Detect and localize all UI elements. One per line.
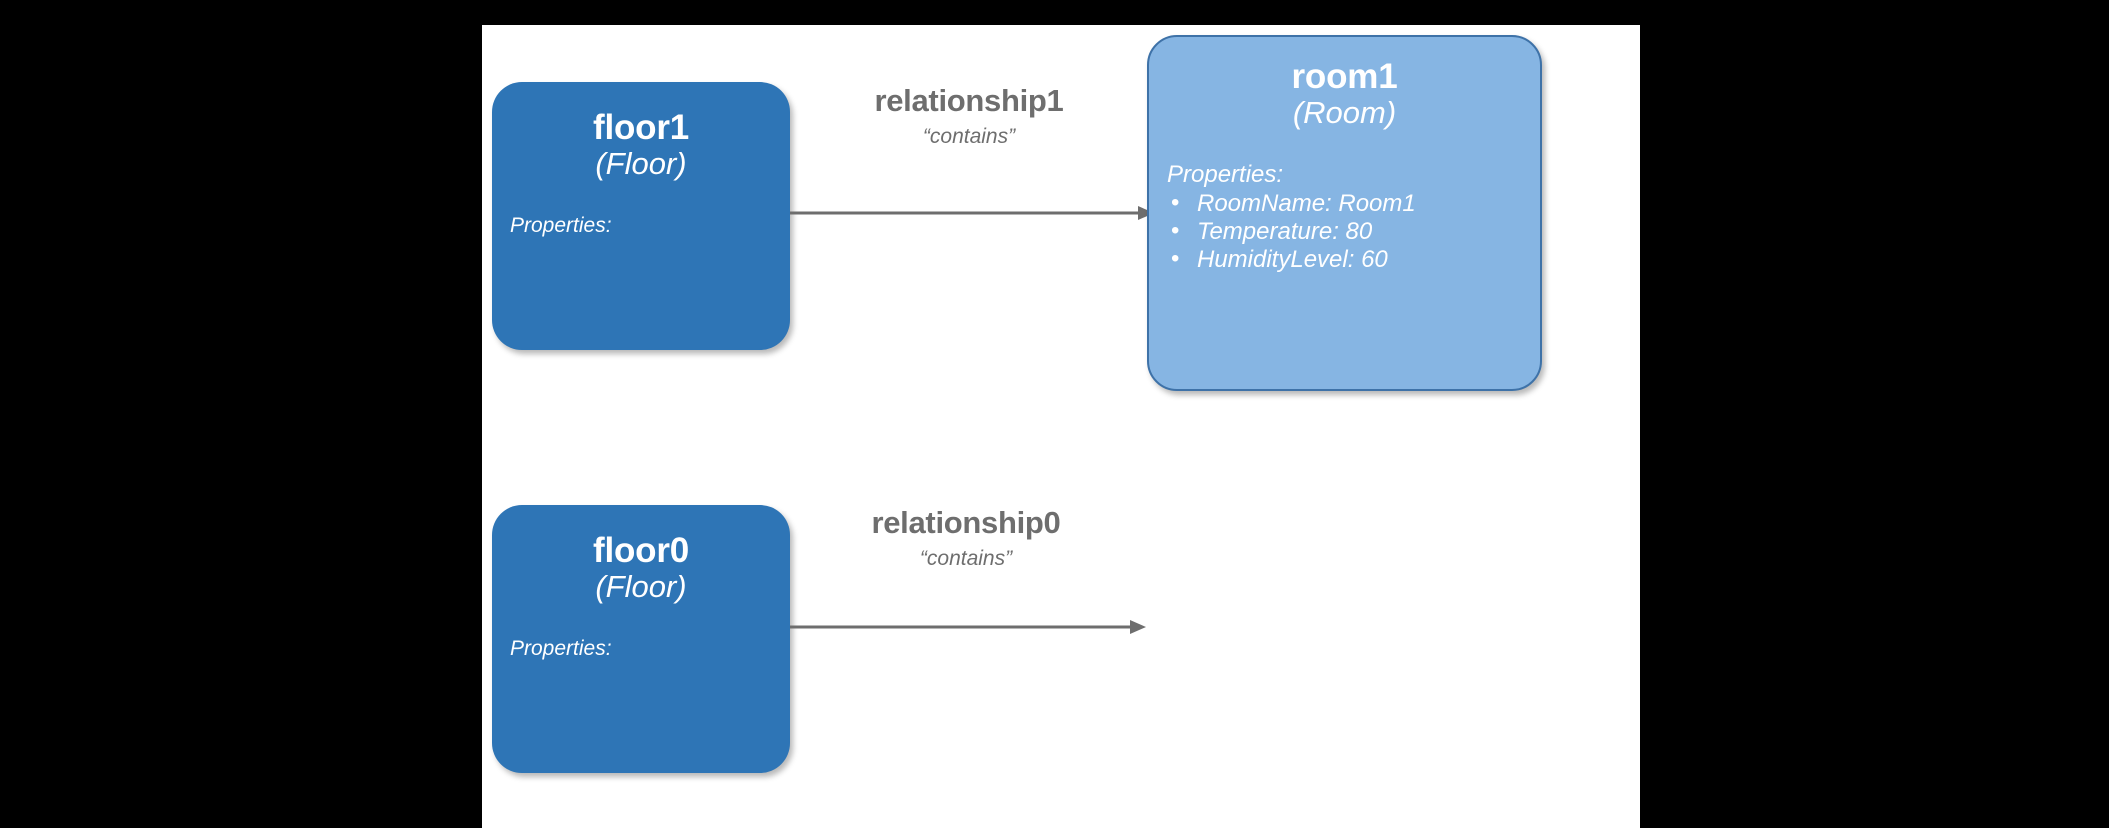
node-room1[interactable]: room1 (Room) Properties: • RoomName: Room…	[1147, 35, 1542, 391]
property-text: Temperature: 80	[1197, 217, 1373, 245]
edge-relationship0-arrow	[790, 620, 1146, 634]
node-floor1[interactable]: floor1 (Floor) Properties:	[492, 82, 790, 350]
bullet-icon: •	[1171, 245, 1180, 273]
node-floor0[interactable]: floor0 (Floor) Properties:	[492, 505, 790, 773]
node-room1-properties-list: • RoomName: Room1 • Temperature: 80 • Humidit…	[1167, 188, 1540, 275]
edge-relationship1-name: relationship1	[874, 83, 1064, 118]
node-floor0-properties: Properties:	[510, 637, 790, 662]
node-room1-properties: Properties: • RoomName: Room1 • Temperature…	[1167, 161, 1540, 274]
edge-relationship1-label-group: relationship1 “contains”	[790, 83, 1148, 149]
diagram-canvas: floor1 (Floor) Properties: relationship1…	[482, 25, 1640, 828]
property-item: • Temperature: 80	[1167, 216, 1540, 246]
node-floor1-subtitle: (Floor)	[595, 145, 687, 181]
property-text: RoomName: Room1	[1197, 189, 1416, 217]
node-floor1-title: floor1	[592, 108, 690, 147]
property-item: • HumidityLevel: 60	[1167, 245, 1540, 274]
node-floor1-properties: Properties:	[510, 214, 790, 239]
node-floor0-subtitle: (Floor)	[595, 568, 687, 604]
node-floor0-properties-heading: Properties:	[510, 637, 612, 661]
bullet-icon: •	[1171, 216, 1180, 244]
node-room1-properties-heading: Properties:	[1167, 161, 1284, 189]
node-room1-subtitle: (Room)	[1292, 94, 1397, 130]
edge-relationship0-label-group: relationship0 “contains”	[790, 505, 1142, 571]
property-text: HumidityLevel: 60	[1197, 246, 1388, 274]
edge-relationship1-kind: “contains”	[922, 125, 1016, 148]
node-floor0-title: floor0	[592, 531, 690, 570]
edge-relationship1-arrow	[790, 206, 1154, 220]
edge-relationship0-kind: “contains”	[919, 547, 1013, 570]
property-item: • RoomName: Room1	[1167, 188, 1540, 218]
node-room1-title: room1	[1291, 57, 1398, 96]
bullet-icon: •	[1171, 188, 1180, 216]
node-floor1-properties-heading: Properties:	[510, 214, 612, 238]
edge-relationship0-name: relationship0	[871, 505, 1061, 540]
